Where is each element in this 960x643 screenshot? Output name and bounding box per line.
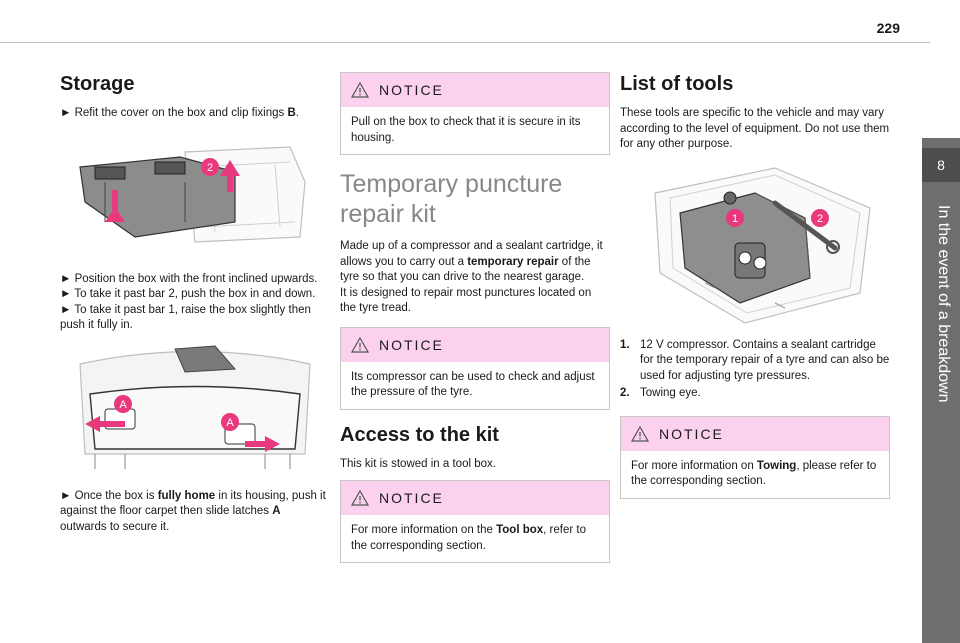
chapter-title: In the event of a breakdown xyxy=(935,205,952,403)
storage-heading: Storage xyxy=(60,73,135,95)
notice-title: NOTICE xyxy=(379,490,444,506)
page-number: 229 xyxy=(876,20,900,36)
notice-title: NOTICE xyxy=(379,82,444,98)
callout-1: 1 xyxy=(732,213,738,225)
notice-towing: NOTICE For more information on Towing, p… xyxy=(620,415,890,499)
chapter-number: 8 xyxy=(922,148,960,182)
repair-kit-description-2: It is designed to repair most punctures … xyxy=(340,286,592,315)
notice-title: NOTICE xyxy=(379,336,444,353)
notice-text: For more information on the Tool box, re… xyxy=(351,524,586,552)
notice-tool-box: NOTICE For more information on the Tool … xyxy=(340,480,610,563)
storage-step-cover: ► Refit the cover on the box and clip fi… xyxy=(60,107,299,119)
box-fitting-illustration: 2 xyxy=(79,145,306,243)
header-divider xyxy=(0,42,930,43)
access-heading: Access to the kit xyxy=(340,423,499,446)
callout-2: 2 xyxy=(207,162,213,174)
callout-a-left: A xyxy=(119,399,127,411)
access-text: This kit is stowed in a tool box. xyxy=(340,457,496,470)
column-tools: List of tools These tools are specific t… xyxy=(620,65,890,511)
storage-step-position: ► Position the box with the front inclin… xyxy=(60,272,318,285)
notice-title: NOTICE xyxy=(659,425,724,442)
storage-step-bar2: ► To take it past bar 2, push the box in… xyxy=(60,288,316,300)
column-storage: Storage ► Refit the cover on the box and… xyxy=(60,65,330,543)
notice-text: For more information on Towing, please r… xyxy=(631,459,877,488)
list-item: 1.12 V compressor. Contains a sealant ca… xyxy=(620,338,890,382)
warning-triangle-icon xyxy=(631,425,649,442)
storage-step-secure: ► Once the box is fully home in its hous… xyxy=(60,489,326,533)
tools-intro: These tools are specific to the vehicle … xyxy=(620,107,890,150)
tool-box-illustration: 1 2 xyxy=(654,166,871,324)
notice-text: Pull on the box to check that it is secu… xyxy=(351,116,581,144)
tools-heading: List of tools xyxy=(620,73,734,95)
notice-box-secure: NOTICE Pull on the box to check that it … xyxy=(340,72,610,155)
warning-triangle-icon xyxy=(351,336,369,353)
notice-text: Its compressor can be used to check and … xyxy=(351,370,595,399)
column-repair-kit: NOTICE Pull on the box to check that it … xyxy=(340,72,610,575)
warning-triangle-icon xyxy=(351,82,369,98)
callout-a-right: A xyxy=(226,417,234,429)
tools-list: 1.12 V compressor. Contains a sealant ca… xyxy=(620,338,890,402)
repair-kit-description: Made up of a compressor and a sealant ca… xyxy=(340,240,603,283)
list-item: 2.Towing eye. xyxy=(620,387,701,399)
callout-2: 2 xyxy=(817,213,823,225)
chapter-sidebar xyxy=(922,138,960,643)
latch-illustration: A A xyxy=(79,344,311,469)
notice-compressor: NOTICE Its compressor can be used to che… xyxy=(340,326,610,410)
warning-triangle-icon xyxy=(351,490,369,506)
storage-step-bar1: ► To take it past bar 1, raise the box s… xyxy=(60,303,311,332)
